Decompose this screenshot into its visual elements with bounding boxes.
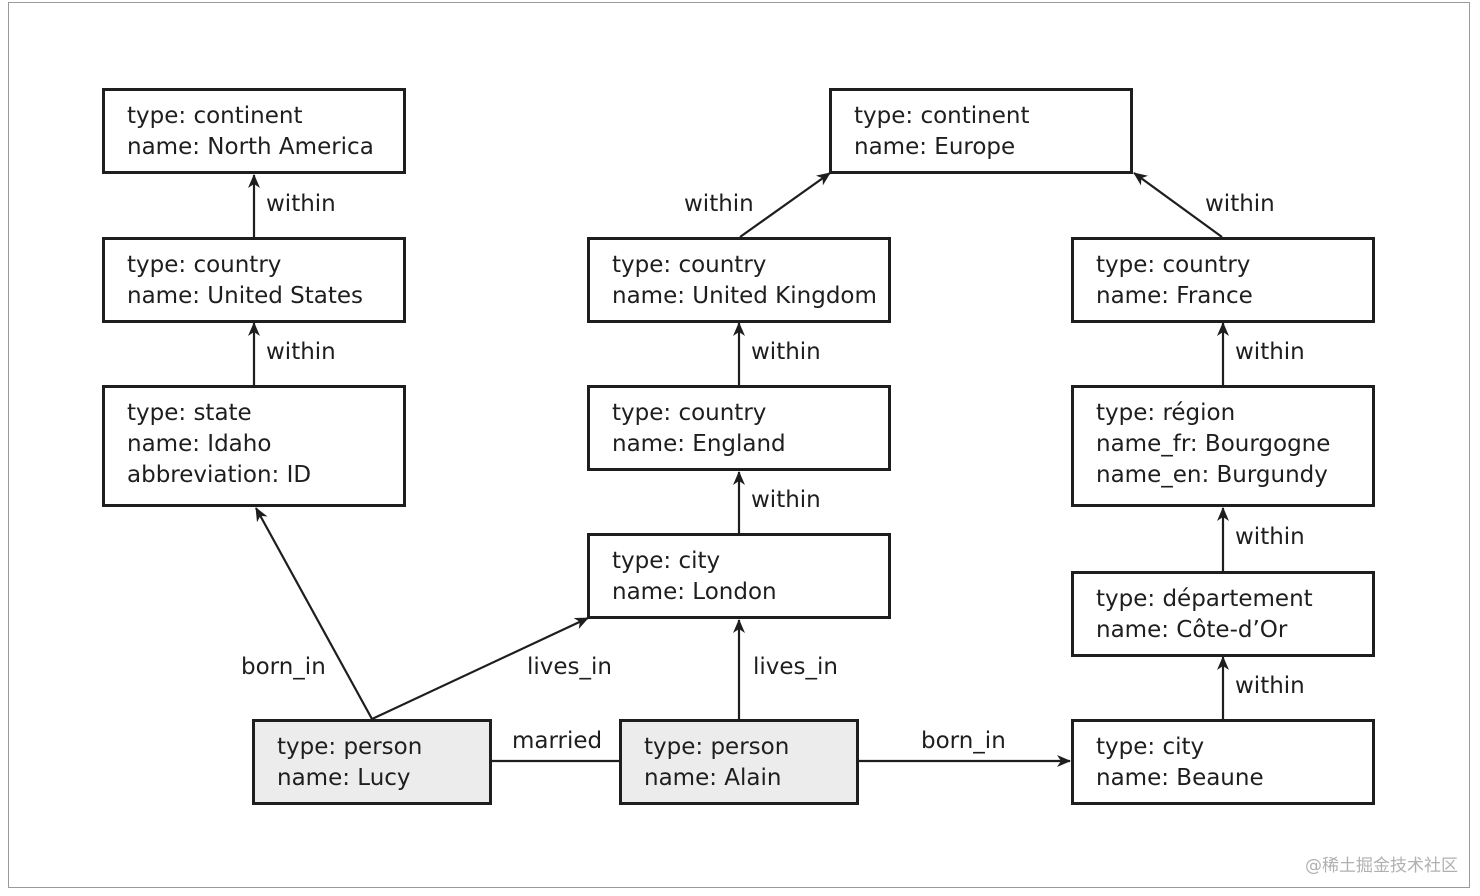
node-line: name: Idaho (127, 431, 272, 457)
node-cote-dor: type: département name: Côte-d’Or (1071, 571, 1375, 657)
node-france: type: country name: France (1071, 237, 1375, 323)
edge-uk-within-europe (739, 172, 831, 238)
node-line: name: Beaune (1096, 765, 1264, 791)
node-line: type: région (1096, 400, 1236, 426)
node-line: name: London (612, 579, 777, 605)
node-line: name: United States (127, 283, 364, 309)
node-line: type: continent (854, 103, 1030, 129)
node-line: type: département (1096, 586, 1313, 612)
node-line: abbreviation: ID (127, 462, 312, 488)
edge-label-beaune-within: within (1235, 673, 1305, 699)
node-line: type: continent (127, 103, 303, 129)
node-line: type: state (127, 400, 252, 426)
node-europe: type: continent name: Europe (829, 88, 1133, 174)
edge-label-uk-within: within (684, 191, 754, 217)
node-line: name: Alain (644, 765, 782, 791)
watermark: @稀土掘金技术社区 (1305, 856, 1458, 876)
edge-label-london-within: within (751, 487, 821, 513)
node-lucy: type: person name: Lucy (252, 719, 492, 805)
edge-lucy-born-in-idaho (255, 507, 373, 720)
edge-label-lucy-born-in: born_in (241, 654, 326, 680)
node-line: name_en: Burgundy (1096, 462, 1328, 488)
node-line: name: Côte-d’Or (1096, 617, 1288, 643)
node-united-states: type: country name: United States (102, 237, 406, 323)
edge-label-bourgogne-within: within (1235, 339, 1305, 365)
node-line: type: city (612, 548, 721, 574)
node-line: type: country (612, 400, 767, 426)
node-north-america: type: continent name: North America (102, 88, 406, 174)
node-line: type: city (1096, 734, 1205, 760)
node-line: name_fr: Bourgogne (1096, 431, 1331, 457)
edge-lucy-lives-in-london (371, 617, 589, 720)
edge-label-lucy-lives-in: lives_in (527, 654, 612, 680)
node-line: type: country (612, 252, 767, 278)
node-line: type: country (127, 252, 282, 278)
edge-label-france-within: within (1205, 191, 1275, 217)
node-bourgogne: type: région name_fr: Bourgogne name_en:… (1071, 385, 1375, 507)
node-line: name: United Kingdom (612, 283, 877, 309)
edge-france-within-europe (1133, 172, 1223, 238)
node-line: type: country (1096, 252, 1251, 278)
node-london: type: city name: London (587, 533, 891, 619)
node-line: name: North America (127, 134, 374, 160)
edge-label-alain-lives-in: lives_in (753, 654, 838, 680)
node-line: type: person (277, 734, 423, 760)
node-line: type: person (644, 734, 790, 760)
edge-label-idaho-within: within (266, 339, 336, 365)
node-england: type: country name: England (587, 385, 891, 471)
diagram-frame (8, 2, 1470, 888)
node-line: name: England (612, 431, 786, 457)
node-alain: type: person name: Alain (619, 719, 859, 805)
edge-label-cote-dor-within: within (1235, 524, 1305, 550)
node-line: name: Lucy (277, 765, 411, 791)
edge-label-us-within: within (266, 191, 336, 217)
node-line: name: France (1096, 283, 1253, 309)
node-idaho: type: state name: Idaho abbreviation: ID (102, 385, 406, 507)
edge-label-england-within: within (751, 339, 821, 365)
edge-label-alain-born-in: born_in (921, 728, 1006, 754)
node-united-kingdom: type: country name: United Kingdom (587, 237, 891, 323)
edge-label-married: married (512, 728, 603, 754)
node-beaune: type: city name: Beaune (1071, 719, 1375, 805)
node-line: name: Europe (854, 134, 1016, 160)
